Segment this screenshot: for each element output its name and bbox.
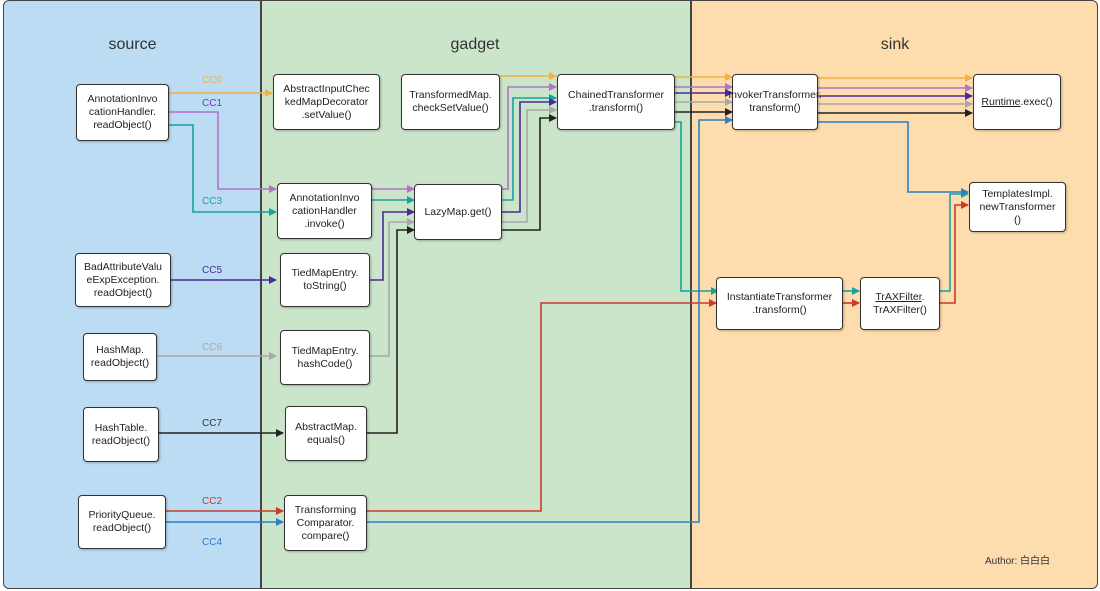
gadget-title: gadget (450, 36, 500, 53)
cc6-arrow (370, 218, 415, 357)
transformedmap-node: TransformedMap. checkSetValue() (401, 74, 500, 130)
cc3-arrow (940, 190, 969, 292)
cc3-label: CC3 (202, 196, 223, 207)
cc6-label: CC6 (202, 342, 223, 353)
cc7-label: CC7 (202, 418, 223, 429)
abstractinputchecked-node: AbstractInputChec kedMapDecorator .setVa… (273, 74, 380, 130)
invokertransformer-node: InvokerTransformer. transform() (728, 74, 822, 130)
templatesimpl-node: TemplatesImpl. newTransformer () (969, 182, 1066, 232)
lazymap-node: LazyMap.get() (414, 184, 502, 240)
node-label: TiedMapEntry. toString() (291, 267, 359, 292)
chainedtransformer-node: ChainedTransformer .transform() (557, 74, 675, 130)
column-divider (690, 0, 692, 589)
badattribute-readobject-node: BadAttributeValu eExpException. readObje… (75, 253, 171, 307)
cc3-arrow (168, 124, 277, 216)
hashmap-readobject-node: HashMap. readObject() (83, 333, 157, 381)
node-label: AnnotationInvo cationHandler .invoke() (289, 191, 360, 230)
runtime-exec-node: Runtime.exec() (973, 74, 1061, 130)
node-label: ChainedTransformer .transform() (568, 89, 664, 114)
node-label: AbstractInputChec kedMapDecorator .setVa… (283, 82, 370, 121)
cc6-arrow (502, 106, 557, 223)
tiedmapentry-tostring-node: TiedMapEntry. toString() (280, 253, 370, 307)
node-label: LazyMap.get() (424, 205, 492, 218)
cc1-label: CC1 (202, 98, 223, 109)
cc2-arrow (367, 299, 717, 512)
node-label: BadAttributeValu eExpException. readObje… (83, 260, 163, 299)
node-label: TiedMapEntry. hashCode() (291, 344, 359, 370)
node-label: TransformedMap. checkSetValue() (409, 89, 492, 114)
node-label: AbstractMap. equals() (295, 420, 357, 446)
node-label: Transforming Comparator. compare() (294, 503, 357, 542)
cc3-arrow (502, 94, 557, 201)
tiedmapentry-hashcode-node: TiedMapEntry. hashCode() (280, 330, 370, 385)
node-label: PriorityQueue. readObject() (88, 509, 156, 534)
cc2-arrow (940, 201, 969, 304)
author-credit: Author: 白白白 (985, 556, 1051, 567)
instantiatetransformer-node: InstantiateTransformer .transform() (716, 277, 843, 330)
cc4-label: CC4 (202, 537, 223, 548)
node-label: InvokerTransformer. transform() (728, 89, 822, 114)
priorityqueue-readobject-node: PriorityQueue. readObject() (78, 495, 166, 549)
column-divider (260, 0, 262, 589)
sink-title: sink (880, 36, 910, 53)
source-title: source (108, 36, 157, 53)
cc2-label: CC2 (202, 496, 223, 507)
runtime-method-label: .exec() (1020, 95, 1053, 108)
hashtable-readobject-node: HashTable. readObject() (83, 407, 159, 462)
transforming-comparator-node: Transforming Comparator. compare() (284, 495, 367, 551)
cc1-arrow (168, 111, 277, 193)
cc4-arrow (367, 116, 733, 523)
node-label: AnnotationInvo cationHandler. readObject… (87, 93, 158, 131)
traxfilter-node: TrAXFilter. TrAXFilter() (860, 277, 940, 330)
runtime-class-link: Runtime (981, 95, 1021, 108)
node-label: InstantiateTransformer .transform() (726, 290, 833, 316)
cc1-arrow (502, 83, 557, 190)
node-label: HashMap. readObject() (90, 344, 150, 369)
traxfilter-class-link: TrAXFilter (875, 290, 922, 303)
cc5-arrow (502, 98, 557, 213)
node-label: TemplatesImpl. newTransformer () (979, 187, 1056, 226)
annotation-readobject-node: AnnotationInvo cationHandler. readObject… (76, 84, 169, 141)
cc7-arrow (502, 114, 557, 231)
cc5-arrow (370, 208, 415, 281)
cc7-arrow (367, 226, 415, 434)
cc5-label: CC5 (202, 265, 223, 276)
annotation-invoke-node: AnnotationInvo cationHandler .invoke() (277, 183, 372, 239)
cc3-arrow (675, 121, 719, 295)
traxfilter-method-label: . TrAXFilter() (873, 290, 927, 316)
abstractmap-equals-node: AbstractMap. equals() (285, 406, 367, 461)
cc4-arrow (818, 121, 969, 196)
node-label: HashTable. readObject() (91, 421, 151, 447)
cc0-label: CC0 (202, 75, 223, 86)
